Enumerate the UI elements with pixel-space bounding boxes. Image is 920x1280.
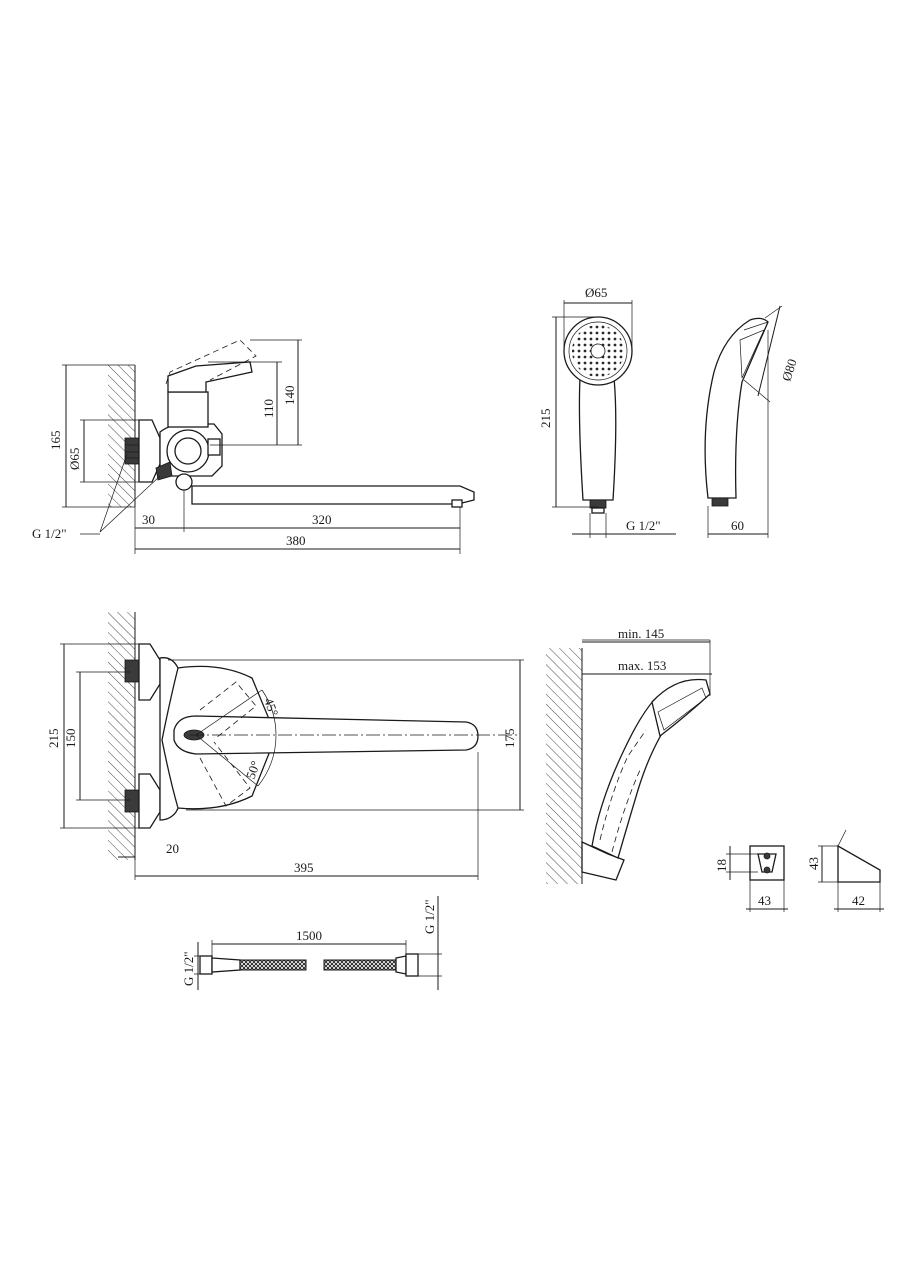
dim-dia65: Ø65 <box>67 448 82 470</box>
shower-profile <box>704 317 769 499</box>
shower-front-view: Ø65 215 G 1/2" <box>538 285 676 538</box>
thread-label-left: G 1/2" <box>181 951 196 986</box>
dim-42: 42 <box>852 893 865 908</box>
eccentric-bottom <box>124 773 161 829</box>
spout <box>191 485 475 505</box>
shower-side-view: Ø80 60 <box>704 305 800 538</box>
dim-150: 150 <box>63 729 78 749</box>
thread-label-right: G 1/2" <box>422 899 437 934</box>
wall-hatch <box>108 365 135 507</box>
dim-43: 43 <box>806 857 821 870</box>
holder-side-view: 43 42 <box>806 829 884 912</box>
angle-50: 50° <box>243 759 263 781</box>
dim-140: 140 <box>282 386 297 406</box>
shower-handle-front <box>578 377 617 501</box>
dim-1500: 1500 <box>296 928 322 943</box>
holder-front-view: 18 43 <box>714 845 788 912</box>
holder-mounted-view: min. 145 max. 153 <box>546 626 712 884</box>
mixer-body <box>155 391 223 491</box>
dim-60: 60 <box>731 518 744 533</box>
hose-segment-right <box>323 959 397 971</box>
dim-320: 320 <box>312 512 332 527</box>
hose-segment-left <box>239 959 307 971</box>
dim-165: 165 <box>48 431 63 451</box>
hose-view: 1500 G 1/2" G 1/2" <box>181 896 442 990</box>
dim-110: 110 <box>261 399 276 418</box>
dim-dia80: Ø80 <box>779 357 800 383</box>
holder-profile <box>837 844 881 883</box>
angle-45: 45° <box>261 696 281 718</box>
dim-min-145: min. 145 <box>618 626 664 641</box>
dim-dia65: Ø65 <box>585 285 607 300</box>
lever-handle <box>167 361 253 393</box>
dim-20: 20 <box>166 841 179 856</box>
dim-30: 30 <box>142 512 155 527</box>
dim-215: 215 <box>538 409 553 429</box>
dim-175: 175 <box>502 729 517 749</box>
hose-nut-right <box>405 953 419 977</box>
top-view: 45° 50° 215 150 175 20 395 <box>46 612 524 880</box>
dim-18: 18 <box>714 859 729 872</box>
wall-hatch <box>108 612 135 860</box>
dim-395: 395 <box>294 860 314 875</box>
hose-nut-left <box>199 955 213 975</box>
dim-380: 380 <box>286 533 306 548</box>
wall-hatch <box>546 648 582 884</box>
dim-43: 43 <box>758 893 771 908</box>
side-view: 165 Ø65 110 140 30 320 380 G 1/2" <box>32 339 475 554</box>
dim-215: 215 <box>46 729 61 749</box>
thread-label: G 1/2" <box>626 518 661 533</box>
dim-max-153: max. 153 <box>618 658 666 673</box>
thread-label: G 1/2" <box>32 526 67 541</box>
